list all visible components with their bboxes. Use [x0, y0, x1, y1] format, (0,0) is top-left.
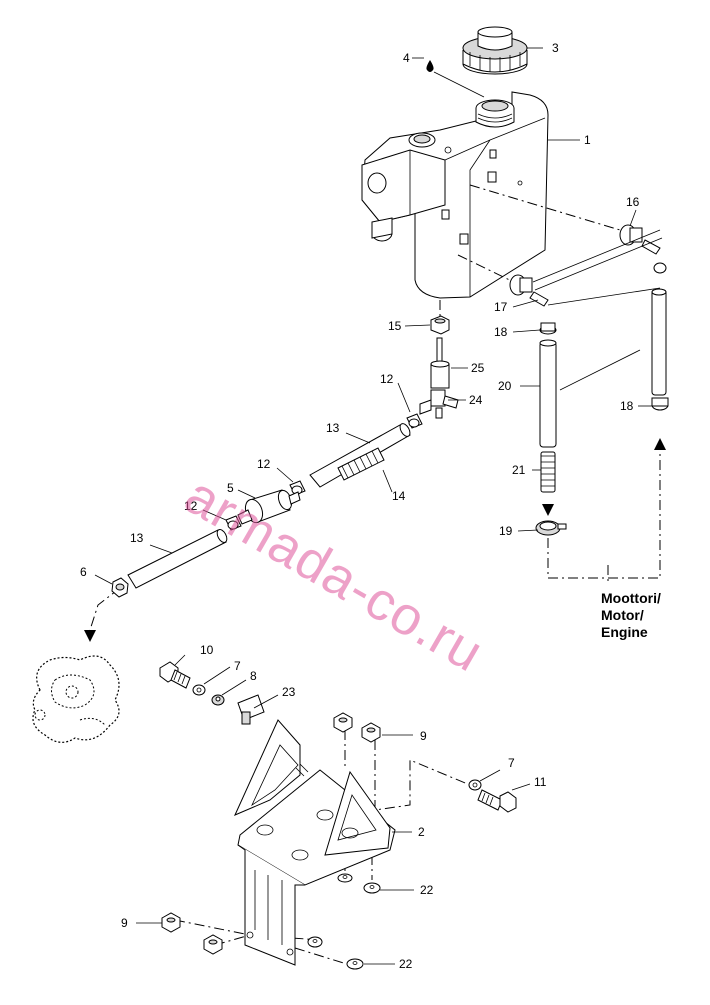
callout-16: 16: [626, 195, 640, 209]
callout-6: 6: [80, 565, 87, 579]
fuel-hose-20-right: [651, 289, 667, 396]
callout-21: 21: [512, 463, 526, 477]
callout-13-upper: 13: [326, 421, 340, 435]
callout-12-lower: 12: [184, 499, 198, 513]
washer-22-bottom-a: [307, 936, 323, 948]
callout-24: 24: [469, 393, 483, 407]
callout-17: 17: [494, 300, 508, 314]
callout-labels: 1 2 3 4 5 6 7 7 8 9 9 10 11 12 12 12 13 …: [80, 41, 640, 971]
tank-bracket-2: [234, 719, 396, 966]
callout-9-upper: 9: [420, 729, 427, 743]
hose-clamp-12-lower: [225, 515, 242, 531]
callout-13-lower: 13: [130, 531, 144, 545]
callout-10: 10: [200, 643, 214, 657]
callout-12-middle: 12: [257, 457, 271, 471]
callout-1: 1: [584, 133, 591, 147]
bolt-10: [159, 661, 191, 689]
washer-7-right: [468, 779, 482, 791]
callout-7-upper: 7: [234, 659, 241, 673]
callout-18-upper: 18: [494, 325, 508, 339]
shut-off-valve-24: [419, 389, 459, 419]
callout-23: 23: [282, 685, 296, 699]
hose-clamp-18-upper: [539, 322, 557, 335]
filler-cap: [462, 26, 528, 75]
engine-label-sv: Motor/: [601, 607, 644, 623]
arrow-up-icon: [654, 438, 666, 450]
callout-4: 4: [403, 51, 410, 65]
nut-15: [430, 315, 450, 335]
callout-22-middle: 22: [420, 883, 434, 897]
engine-label-fi: Moottori/: [601, 590, 661, 606]
callout-2: 2: [418, 825, 425, 839]
washer-22-bottom-b: [346, 958, 364, 970]
callout-3: 3: [552, 41, 559, 55]
fuel-tank: [361, 91, 549, 299]
washer-22-mid-b: [363, 882, 381, 894]
nut-9-bottom: [161, 912, 223, 955]
hose-clamp-19: [535, 520, 567, 536]
nut-9-top: [333, 712, 381, 743]
hose-clamp-12-middle: [289, 480, 306, 496]
callout-12-top: 12: [380, 372, 394, 386]
spring-guard-21: [540, 451, 556, 493]
fuel-filter-5: [237, 489, 301, 525]
tank-fitting-16: [619, 224, 667, 274]
arrow-down-icon: [84, 630, 96, 642]
callout-11: 11: [534, 775, 547, 789]
bolt-11: [477, 789, 517, 813]
carburetor-outline: [32, 655, 120, 743]
callout-25: 25: [471, 361, 485, 375]
clip-23: [237, 694, 265, 725]
connector-nut-6: [111, 577, 129, 598]
washer-7-left: [192, 684, 206, 696]
arrow-down-icon: [542, 504, 554, 516]
callout-7-lower: 7: [508, 756, 515, 770]
callout-15: 15: [388, 319, 402, 333]
tank-fitting-17: [509, 274, 549, 307]
washer-22-mid-a: [337, 873, 353, 883]
callout-20: 20: [498, 379, 512, 393]
o-ring-drop-icon: [426, 60, 434, 72]
hose-clamp-18-lower: [651, 397, 669, 411]
callout-5: 5: [227, 481, 234, 495]
engine-label-en: Engine: [601, 624, 648, 640]
callout-19: 19: [499, 524, 513, 538]
callout-14: 14: [392, 489, 406, 503]
callout-18-lower: 18: [620, 399, 634, 413]
fuel-hose-20-left: [539, 341, 557, 448]
callout-9-lower: 9: [121, 916, 128, 930]
spring-guard-14: [337, 447, 385, 481]
callout-8: 8: [250, 669, 257, 683]
engine-label: Moottori/ Motor/ Engine: [601, 590, 661, 641]
fuel-hose-13-upper: [309, 424, 411, 488]
hose-clamp-12-top: [406, 413, 423, 429]
callout-22-lower: 22: [399, 957, 413, 971]
pickup-tube-25: [430, 337, 450, 389]
